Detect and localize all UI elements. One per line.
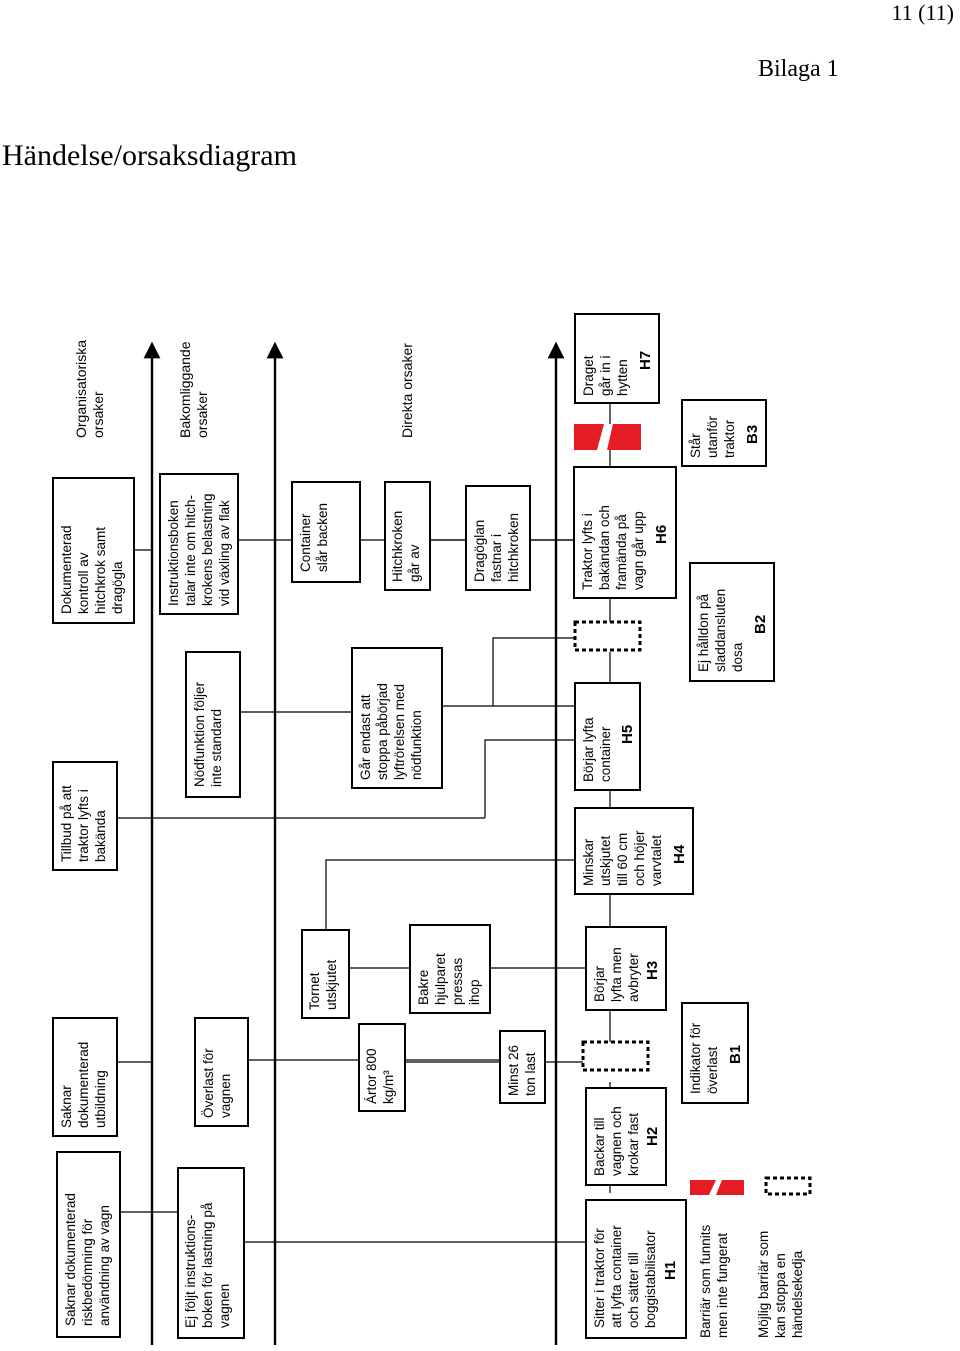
underlying-cause-tornet: Tornet utskjutet — [301, 929, 350, 1019]
event-h2: Backar till vagnen och krokar fast H2 — [585, 1087, 667, 1186]
org-cause-utbildning: Saknar dokumenterad utbildning — [52, 1017, 118, 1137]
svg-text:Överlast för vagnen: Överlast för vagnen — [201, 1044, 233, 1118]
failed-barrier-symbol-right — [716, 1180, 744, 1195]
legend-failed-barrier: Barriär som funnits men inte fungerat — [690, 1180, 744, 1338]
underlying-cause-container: Container slår backen — [291, 481, 361, 583]
svg-text:Minst 26 ton last: Minst 26 ton last — [506, 1041, 538, 1096]
axis-label-underlying: Bakomliggande orsaker — [177, 338, 210, 438]
svg-text:H2: H2 — [644, 1127, 661, 1146]
svg-text:H3: H3 — [644, 961, 661, 980]
event-h6: Traktor lyfts i bakändan och framända på… — [573, 466, 677, 599]
svg-text:Möjlig barriär som kan s: Möjlig barriär som kan stoppa en händels… — [756, 1227, 805, 1338]
direct-cause-dragoglan: Dragöglan fastnar i hitchkroken — [465, 485, 531, 591]
page-title: Händelse/orsaksdiagram — [2, 139, 297, 172]
svg-text:Sitter i traktor för att: Sitter i traktor för att lyfta container… — [592, 1221, 658, 1328]
underlying-cause-instruktionsboken-lastning: Ej följt instruktions- boken för lastnin… — [177, 1167, 245, 1339]
direct-cause-bakre-hjulparet: Bakre hjulparet pressas ihop — [409, 924, 491, 1014]
svg-text:Ej följt instruktions- b: Ej följt instruktions- boken för lastnin… — [183, 1199, 232, 1328]
event-h3: Börjar lyfta men avbryter H3 — [585, 926, 667, 1011]
svg-text:Står utanför trakt: Står utanför traktor — [688, 412, 737, 458]
appendix-label: Bilaga 1 — [758, 56, 839, 82]
svg-text:Minskar utskjutet: Minskar utskjutet till 60 cm och höjer v… — [581, 827, 664, 886]
axis-label-direct: Direkta orsaker — [399, 343, 415, 438]
svg-text:Ártor 800 kg/m³: Ártor 800 kg/m³ — [364, 1045, 396, 1104]
org-cause-tillbud: Tillbud på att traktor lyfts i bakända — [52, 761, 118, 871]
direct-cause-hitchkroken: Hitchkroken går av — [384, 481, 431, 591]
svg-text:Traktor lyfts i bakändan: Traktor lyfts i bakändan och framända på… — [580, 501, 646, 590]
svg-text:H5: H5 — [619, 725, 636, 744]
svg-text:H7: H7 — [637, 351, 654, 370]
svg-text:H6: H6 — [653, 525, 670, 544]
direct-cause-minst-26-ton: Minst 26 ton last — [499, 1030, 546, 1104]
svg-text:Saknar dokumenterad: Saknar dokumenterad utbildning — [59, 1038, 108, 1128]
direct-cause-nodfunktion: Går endast att stoppa påbörjad lyftrörel… — [351, 647, 443, 789]
barrier-b3: Står utanför traktor B3 — [681, 399, 767, 467]
svg-text:Tillbud på att traktor l: Tillbud på att traktor lyfts i bakända — [59, 781, 108, 862]
svg-text:Indikator för överlast: Indikator för överlast — [688, 1019, 720, 1094]
svg-text:Draget går in i hy: Draget går in i hytten — [581, 352, 630, 396]
svg-text:B1: B1 — [727, 1045, 744, 1064]
event-h5: Börjar lyfta container H5 — [574, 682, 641, 791]
svg-text:Backar till vagnen och: Backar till vagnen och krokar fast — [592, 1102, 641, 1176]
barrier-b2: Ej hålldon på sladdansluten dosa B2 — [689, 562, 775, 682]
axis-label-organisational: Organisatoriska orsaker — [73, 336, 106, 438]
failed-barrier-symbol — [690, 1180, 716, 1195]
underlying-cause-instruktionsboken-hitch: Instruktionsboken talar inte om hitch- k… — [159, 473, 239, 615]
direct-cause-artor: Ártor 800 kg/m³ — [358, 1023, 406, 1112]
svg-text:Bakre hjulparet pr: Bakre hjulparet pressas ihop — [416, 949, 482, 1005]
svg-text:Barriär som funnits men: Barriär som funnits men inte fungerat — [698, 1221, 730, 1338]
barrier-b1: Indikator för överlast B1 — [681, 1002, 749, 1104]
event-h4: Minskar utskjutet till 60 cm och höjer v… — [574, 807, 694, 895]
svg-text:Instruktionsboken talar: Instruktionsboken talar inte om hitch- k… — [166, 490, 232, 606]
svg-text:Dragöglan fastnar i: Dragöglan fastnar i hitchkroken — [472, 513, 521, 582]
svg-text:Saknar dokumenterad risk: Saknar dokumenterad riskbedömning för an… — [63, 1189, 112, 1326]
legend-possible-barrier: Möjlig barriär som kan stoppa en händels… — [756, 1176, 812, 1338]
svg-text:Börjar lyfta container: Börjar lyfta container — [581, 714, 613, 782]
svg-text:H4: H4 — [671, 844, 688, 864]
svg-text:Ej hålldon på sladdanslu: Ej hålldon på sladdansluten dosa — [696, 585, 745, 672]
failed-barrier-marker-h6-h7 — [574, 424, 641, 450]
svg-text:Nödfunktion följer inte: Nödfunktion följer inte standard — [192, 678, 224, 787]
svg-text:Hitchkroken går av: Hitchkroken går av — [390, 507, 422, 582]
underlying-cause-overlast: Överlast för vagnen — [194, 1017, 249, 1127]
org-cause-riskbedomning: Saknar dokumenterad riskbedömning för an… — [56, 1151, 121, 1338]
event-h7: Draget går in i hytten H7 — [574, 313, 660, 404]
underlying-cause-nodfunktion: Nödfunktion följer inte standard — [185, 651, 241, 798]
page-number: 11 (11) — [891, 0, 954, 25]
org-cause-kontroll: Dokumenterad kontroll av hitchkrok samt … — [52, 477, 135, 624]
svg-text:Går endast att stoppa på: Går endast att stoppa påbörjad lyftrörel… — [358, 679, 424, 780]
svg-text:Börjar lyfta men a: Börjar lyfta men avbryter — [592, 943, 641, 1002]
event-h1: Sitter i traktor för att lyfta container… — [585, 1199, 687, 1339]
possible-barrier-marker-h5-h6 — [573, 620, 642, 652]
svg-text:Tornet utskjutet: Tornet utskjutet — [307, 959, 339, 1010]
svg-text:Container slår backen: Container slår backen — [298, 503, 330, 572]
svg-text:B2: B2 — [752, 615, 769, 634]
possible-barrier-marker-h2-h3 — [581, 1040, 650, 1072]
svg-text:H1: H1 — [662, 1261, 679, 1280]
possible-barrier-symbol — [764, 1176, 812, 1196]
svg-text:B3: B3 — [744, 425, 761, 444]
svg-text:Dokumenterad kontroll av: Dokumenterad kontroll av hitchkrok samt … — [59, 522, 125, 614]
